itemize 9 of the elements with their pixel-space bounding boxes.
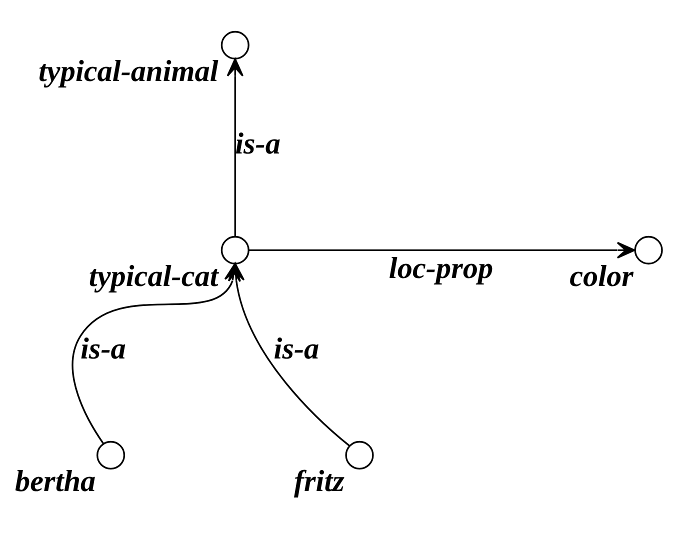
- edge-label: is-a: [80, 330, 126, 365]
- node-label: bertha: [14, 464, 96, 498]
- edge-label: is-a: [235, 126, 281, 160]
- node-label: color: [570, 258, 634, 293]
- node-label: typical-animal: [38, 54, 218, 88]
- edge-label: loc-prop: [388, 250, 494, 284]
- edge-label: is-a: [274, 330, 320, 365]
- node-label: fritz: [294, 464, 344, 498]
- node-label: typical-cat: [88, 258, 218, 293]
